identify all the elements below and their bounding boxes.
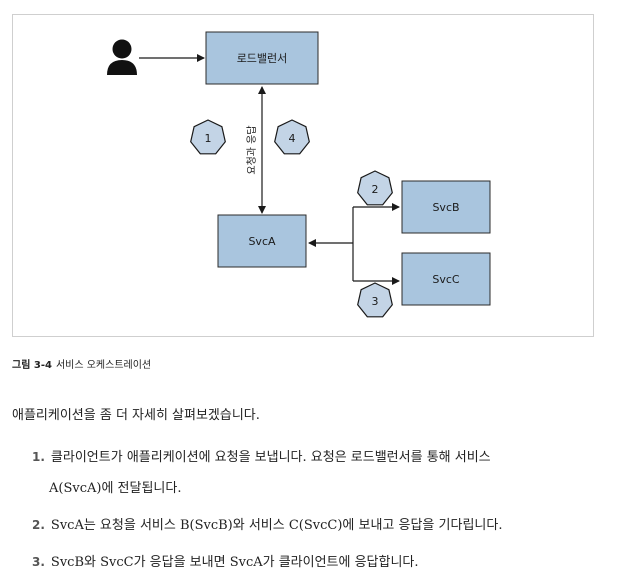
svcb-box (401, 180, 491, 234)
svcc-label: SvcC (432, 273, 460, 286)
svcc-box (401, 252, 491, 306)
step-badge-4: 4 (274, 119, 310, 155)
orchestration-figure: 로드밸런서 요청과 응답 1 4 SvcA 2 3 (12, 14, 594, 337)
list-item-number: 3. (32, 555, 45, 569)
svca-box (217, 214, 307, 268)
step-badge-1-label: 1 (205, 132, 212, 145)
list-item-continuation: A(SvcA)에 전달됩니다. (49, 481, 182, 496)
step-badge-4-label: 4 (289, 132, 296, 145)
list-item: 1. 클라이언트가 애플리케이션에 요청을 보냅니다. 요청은 로드밸런서를 통해… (32, 446, 491, 496)
step-badge-1: 1 (190, 119, 226, 155)
load-balancer-box (205, 31, 319, 85)
request-response-label: 요청과 응답 (246, 125, 258, 174)
list-item-text: SvcB와 SvcC가 응답을 보내면 SvcA가 클라이언트에 응답합니다. (50, 555, 419, 570)
svcb-label: SvcB (432, 201, 459, 214)
figure-title: 서비스 오케스트레이션 (55, 360, 152, 371)
list-item-text: SvcA는 요청을 서비스 B(SvcB)와 서비스 C(SvcC)에 보내고 … (50, 518, 503, 533)
list-item: 2. SvcA는 요청을 서비스 B(SvcB)와 서비스 C(SvcC)에 보내… (32, 514, 502, 533)
list-item-text: 클라이언트가 애플리케이션에 요청을 보냅니다. 요청은 로드밸런서를 통해 서… (50, 450, 491, 465)
user-icon (107, 39, 137, 75)
list-item: 3. SvcB와 SvcC가 응답을 보내면 SvcA가 클라이언트에 응답합니다… (32, 551, 419, 570)
step-badge-2: 2 (357, 170, 393, 206)
svca-label: SvcA (248, 235, 276, 248)
step-badge-3-label: 3 (372, 295, 379, 308)
list-item-number: 1. (32, 450, 45, 464)
load-balancer-label: 로드밸런서 (237, 52, 288, 65)
step-badge-2-label: 2 (372, 183, 379, 196)
list-item-number: 2. (32, 518, 45, 532)
intro-paragraph: 애플리케이션을 좀 더 자세히 살펴보겠습니다. (12, 408, 260, 423)
orchestration-diagram: 로드밸런서 요청과 응답 1 4 SvcA 2 3 (107, 31, 491, 318)
step-badge-3: 3 (357, 282, 393, 318)
figure-number: 그림 3-4 (12, 360, 52, 371)
